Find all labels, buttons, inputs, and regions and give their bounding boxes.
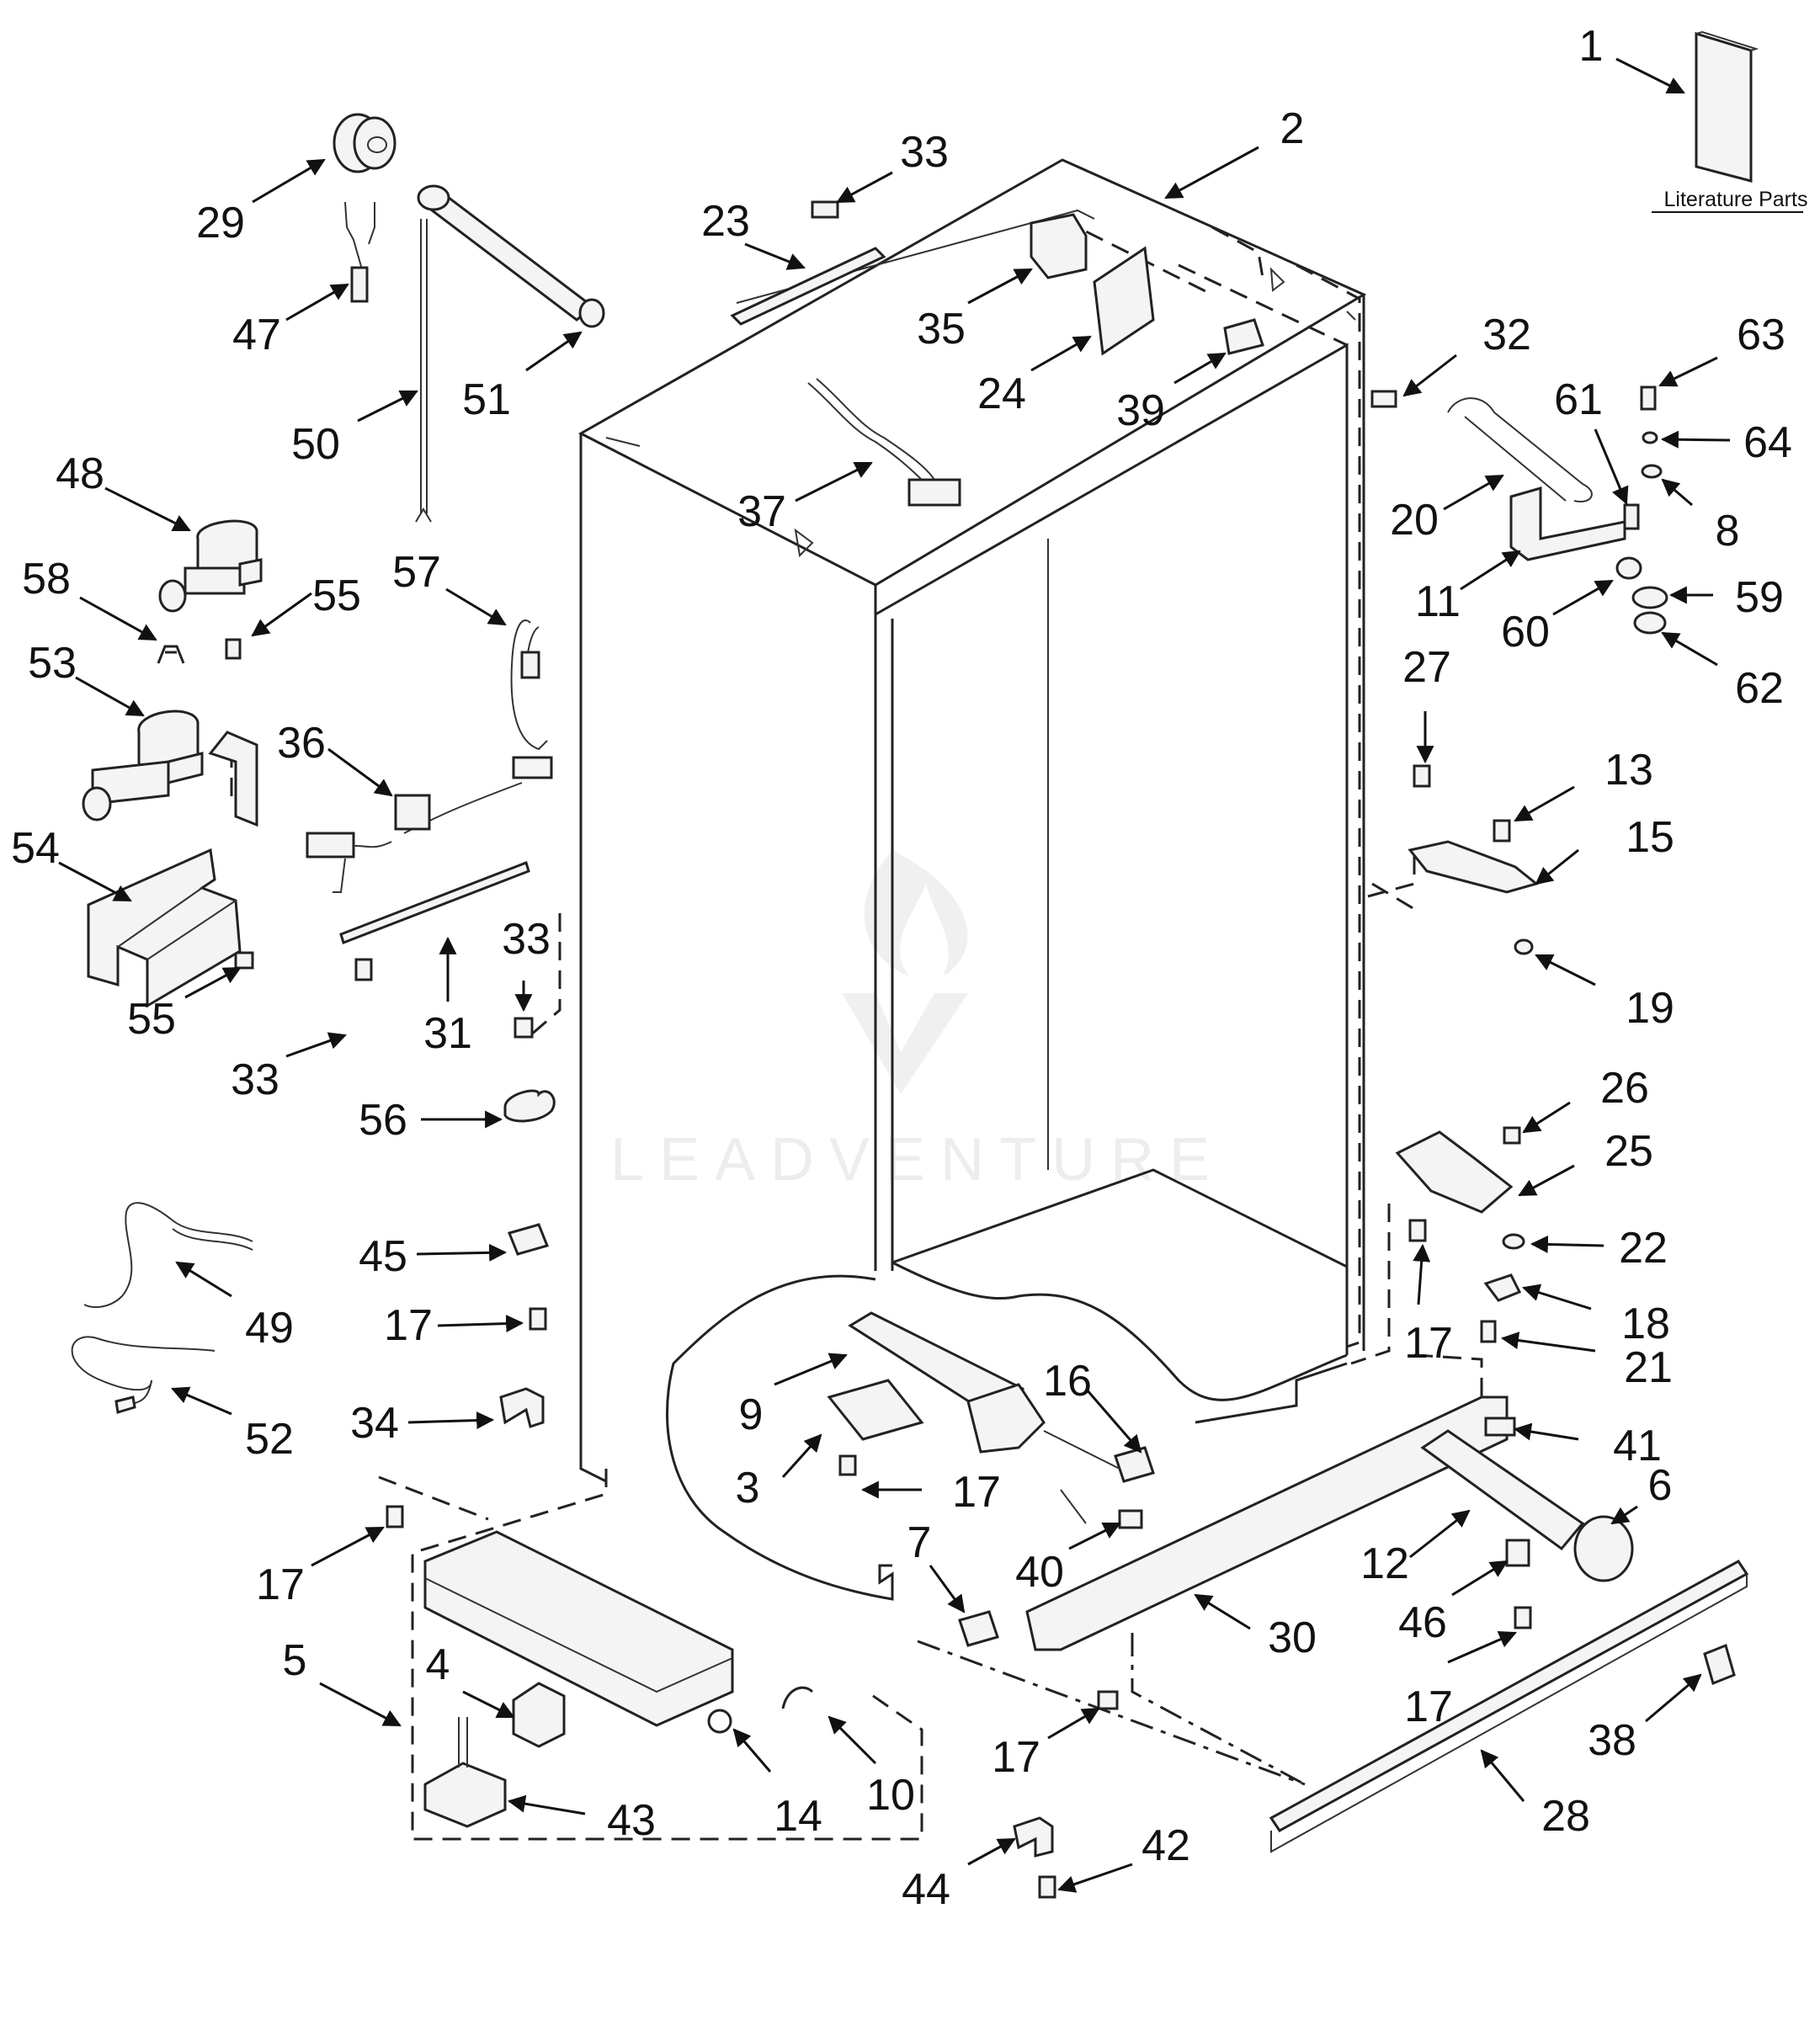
callout-41: 41 xyxy=(1613,1422,1662,1470)
callout-33c: 33 xyxy=(502,915,551,964)
callout-60: 60 xyxy=(1501,608,1550,656)
callout-50: 50 xyxy=(291,420,340,469)
callout-54: 54 xyxy=(11,824,60,873)
callout-14: 14 xyxy=(774,1792,822,1841)
callout-21: 21 xyxy=(1624,1343,1673,1392)
callout-15: 15 xyxy=(1626,813,1674,862)
callout-7: 7 xyxy=(907,1518,932,1567)
callout-52: 52 xyxy=(245,1415,294,1464)
callout-6: 6 xyxy=(1648,1461,1673,1510)
part-illustrations xyxy=(71,113,1749,1899)
callout-20: 20 xyxy=(1390,496,1439,545)
callout-9: 9 xyxy=(739,1390,764,1439)
callout-64: 64 xyxy=(1743,418,1792,467)
callout-40: 40 xyxy=(1015,1548,1064,1597)
callout-16: 16 xyxy=(1043,1357,1092,1406)
callout-57: 57 xyxy=(392,548,441,597)
callout-51: 51 xyxy=(462,375,511,424)
callout-5: 5 xyxy=(283,1636,307,1685)
callout-33a: 33 xyxy=(900,128,949,177)
callout-56: 56 xyxy=(359,1096,407,1145)
callout-32: 32 xyxy=(1482,311,1531,359)
callout-8: 8 xyxy=(1716,507,1740,556)
callout-17e: 17 xyxy=(1404,1682,1453,1731)
callout-25: 25 xyxy=(1604,1127,1653,1176)
callout-37: 37 xyxy=(737,487,786,536)
callout-45: 45 xyxy=(359,1232,407,1281)
callout-44: 44 xyxy=(902,1865,950,1914)
callout-35: 35 xyxy=(917,305,966,354)
callout-39: 39 xyxy=(1116,386,1165,435)
callout-17c: 17 xyxy=(384,1301,433,1350)
callout-29: 29 xyxy=(196,199,245,247)
callout-17f: 17 xyxy=(992,1733,1040,1782)
callout-11: 11 xyxy=(1415,577,1461,626)
literature-parts-illustration xyxy=(1695,30,1759,183)
callout-42: 42 xyxy=(1141,1821,1190,1870)
callout-59: 59 xyxy=(1735,573,1784,622)
callout-2: 2 xyxy=(1280,104,1305,153)
literature-parts-label: Literature Parts xyxy=(1664,188,1808,211)
callout-53: 53 xyxy=(28,639,77,688)
callout-49: 49 xyxy=(245,1304,294,1353)
callout-18: 18 xyxy=(1621,1300,1670,1348)
callout-27: 27 xyxy=(1402,643,1451,692)
callout-12: 12 xyxy=(1360,1539,1409,1588)
callout-13: 13 xyxy=(1604,746,1653,795)
callout-63: 63 xyxy=(1737,311,1785,359)
callout-30: 30 xyxy=(1268,1613,1317,1662)
callout-33b: 33 xyxy=(231,1055,279,1104)
watermark: LEADVENTURE xyxy=(610,850,1225,1193)
callout-55a: 55 xyxy=(312,571,361,620)
callout-22: 22 xyxy=(1619,1224,1668,1273)
callout-31: 31 xyxy=(423,1009,472,1058)
callout-24: 24 xyxy=(977,369,1026,418)
callout-17d: 17 xyxy=(1404,1319,1453,1368)
callout-10: 10 xyxy=(866,1771,915,1820)
callout-34: 34 xyxy=(350,1399,399,1448)
callout-1: 1 xyxy=(1579,22,1604,71)
callout-46: 46 xyxy=(1398,1598,1447,1647)
callout-4: 4 xyxy=(426,1640,450,1689)
callout-48: 48 xyxy=(56,449,104,498)
callouts: 1 2 3 4 5 6 7 8 9 10 11 12 13 14 15 16 1 xyxy=(11,22,1792,1914)
callout-19: 19 xyxy=(1626,984,1674,1033)
callout-3: 3 xyxy=(736,1464,760,1512)
assembly-dash-lines xyxy=(230,217,1483,1841)
callout-36: 36 xyxy=(277,719,326,768)
callout-17a: 17 xyxy=(952,1468,1001,1517)
callout-28: 28 xyxy=(1541,1792,1590,1841)
callout-43: 43 xyxy=(607,1796,656,1845)
callout-26: 26 xyxy=(1600,1064,1649,1113)
callout-23: 23 xyxy=(701,197,750,246)
callout-38: 38 xyxy=(1588,1716,1636,1765)
callout-61: 61 xyxy=(1554,375,1603,424)
callout-58: 58 xyxy=(22,555,71,603)
watermark-text: LEADVENTURE xyxy=(610,1126,1225,1193)
callout-17b: 17 xyxy=(256,1560,305,1609)
callout-55b: 55 xyxy=(127,995,176,1044)
callout-47: 47 xyxy=(232,311,281,359)
callout-62: 62 xyxy=(1735,664,1784,713)
